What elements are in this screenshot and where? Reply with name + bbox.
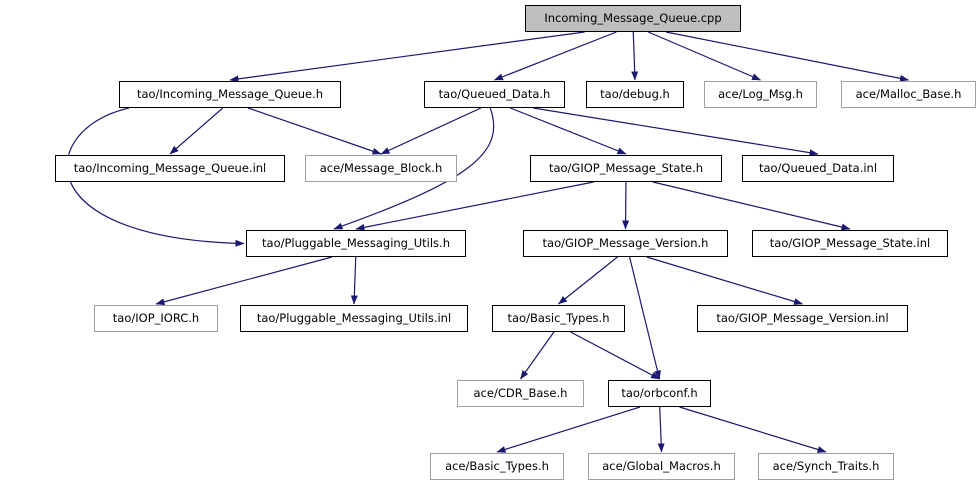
graph-edge-root-to-imq_h xyxy=(229,31,585,83)
graph-edge-root-to-logmsg_h xyxy=(648,31,761,81)
graph-node-label: ace/Malloc_Base.h xyxy=(855,86,962,101)
graph-node-label: tao/orbconf.h xyxy=(621,385,698,400)
graph-edge-gmv_h-to-orbconf_h xyxy=(628,256,661,380)
graph-node-cdr_h[interactable]: ace/CDR_Base.h xyxy=(457,380,584,407)
graph-node-label: tao/debug.h xyxy=(600,86,670,101)
graph-node-qd_h[interactable]: tao/Queued_Data.h xyxy=(424,81,565,108)
graph-edge-gms_h-to-pmu_h xyxy=(355,181,594,231)
graph-node-root[interactable]: Incoming_Message_Queue.cpp xyxy=(525,5,741,32)
graph-node-imq_h[interactable]: tao/Incoming_Message_Queue.h xyxy=(119,81,341,108)
graph-node-label: tao/GIOP_Message_Version.inl xyxy=(716,310,889,325)
graph-node-qd_inl[interactable]: tao/Queued_Data.inl xyxy=(742,155,894,182)
graph-node-label: tao/IOP_IORC.h xyxy=(112,310,200,325)
graph-edge-gmv_h-to-gmv_inl xyxy=(646,256,803,305)
graph-node-label: ace/Basic_Types.h xyxy=(445,458,549,473)
graph-node-pmu_h[interactable]: tao/Pluggable_Messaging_Utils.h xyxy=(246,230,466,257)
graph-node-label: ace/Synch_Traits.h xyxy=(772,458,880,473)
graph-node-gms_h[interactable]: tao/GIOP_Message_State.h xyxy=(530,155,722,182)
graph-edge-pmu_h-to-iop_h xyxy=(155,256,333,306)
graph-edge-bt_h-to-orbconf_h xyxy=(570,331,660,380)
graph-node-label: tao/Queued_Data.inl xyxy=(758,160,878,175)
graph-edge-orbconf_h-to-gmac_h xyxy=(657,406,665,453)
graph-edge-imq_h-to-imq_inl xyxy=(169,107,224,155)
graph-node-logmsg_h[interactable]: ace/Log_Msg.h xyxy=(704,81,817,108)
graph-edge-orbconf_h-to-synch_h xyxy=(679,406,827,453)
graph-node-label: ace/Message_Block.h xyxy=(319,160,443,175)
graph-edge-orbconf_h-to-abt_h xyxy=(496,406,641,453)
graph-node-label: tao/Basic_Types.h xyxy=(507,310,610,325)
graph-node-label: ace/Global_Macros.h xyxy=(602,458,721,473)
graph-node-orbconf_h[interactable]: tao/orbconf.h xyxy=(608,380,711,407)
graph-edge-root-to-debug_h xyxy=(631,31,639,81)
graph-node-label: tao/Incoming_Message_Queue.inl xyxy=(73,160,267,175)
graph-node-label: tao/Queued_Data.h xyxy=(438,86,551,101)
graph-edge-root-to-malloc_h xyxy=(665,31,909,82)
graph-edge-root-to-qd_h xyxy=(494,31,617,81)
graph-node-label: tao/GIOP_Message_State.inl xyxy=(769,235,931,250)
graph-edge-qd_h-to-msgblk_h xyxy=(380,107,482,155)
graph-node-label: ace/Log_Msg.h xyxy=(718,86,803,101)
graph-node-msgblk_h[interactable]: ace/Message_Block.h xyxy=(305,155,457,182)
graph-edge-qd_h-to-qd_inl xyxy=(533,107,819,157)
graph-node-synch_h[interactable]: ace/Synch_Traits.h xyxy=(758,453,894,480)
graph-node-malloc_h[interactable]: ace/Malloc_Base.h xyxy=(841,81,976,108)
graph-node-label: Incoming_Message_Queue.cpp xyxy=(544,10,722,25)
graph-edge-gmv_h-to-bt_h xyxy=(558,256,618,305)
graph-edge-imq_h-to-msgblk_h xyxy=(247,107,382,155)
graph-node-imq_inl[interactable]: tao/Incoming_Message_Queue.inl xyxy=(55,155,285,182)
graph-node-pmu_inl[interactable]: tao/Pluggable_Messaging_Utils.inl xyxy=(240,305,468,332)
graph-node-label: tao/GIOP_Message_Version.h xyxy=(542,235,709,250)
graph-node-debug_h[interactable]: tao/debug.h xyxy=(586,81,684,108)
graph-edge-bt_h-to-cdr_h xyxy=(520,331,555,380)
graph-node-label: ace/CDR_Base.h xyxy=(473,385,568,400)
graph-node-label: tao/GIOP_Message_State.h xyxy=(548,160,704,175)
graph-node-iop_h[interactable]: tao/IOP_IORC.h xyxy=(94,305,218,332)
graph-node-gmv_inl[interactable]: tao/GIOP_Message_Version.inl xyxy=(697,305,908,332)
graph-edge-qd_h-to-gms_h xyxy=(510,107,627,155)
graph-node-gmac_h[interactable]: ace/Global_Macros.h xyxy=(588,453,735,480)
graph-node-label: tao/Pluggable_Messaging_Utils.h xyxy=(262,235,450,250)
graph-node-abt_h[interactable]: ace/Basic_Types.h xyxy=(430,453,564,480)
graph-edge-gms_h-to-gms_inl xyxy=(652,181,851,231)
graph-node-bt_h[interactable]: tao/Basic_Types.h xyxy=(492,305,625,332)
graph-node-label: tao/Pluggable_Messaging_Utils.inl xyxy=(256,310,452,325)
graph-node-label: tao/Incoming_Message_Queue.h xyxy=(136,86,324,101)
graph-node-gmv_h[interactable]: tao/GIOP_Message_Version.h xyxy=(523,230,728,257)
graph-edge-pmu_h-to-pmu_inl xyxy=(350,256,358,305)
graph-node-gms_inl[interactable]: tao/GIOP_Message_State.inl xyxy=(752,230,948,257)
